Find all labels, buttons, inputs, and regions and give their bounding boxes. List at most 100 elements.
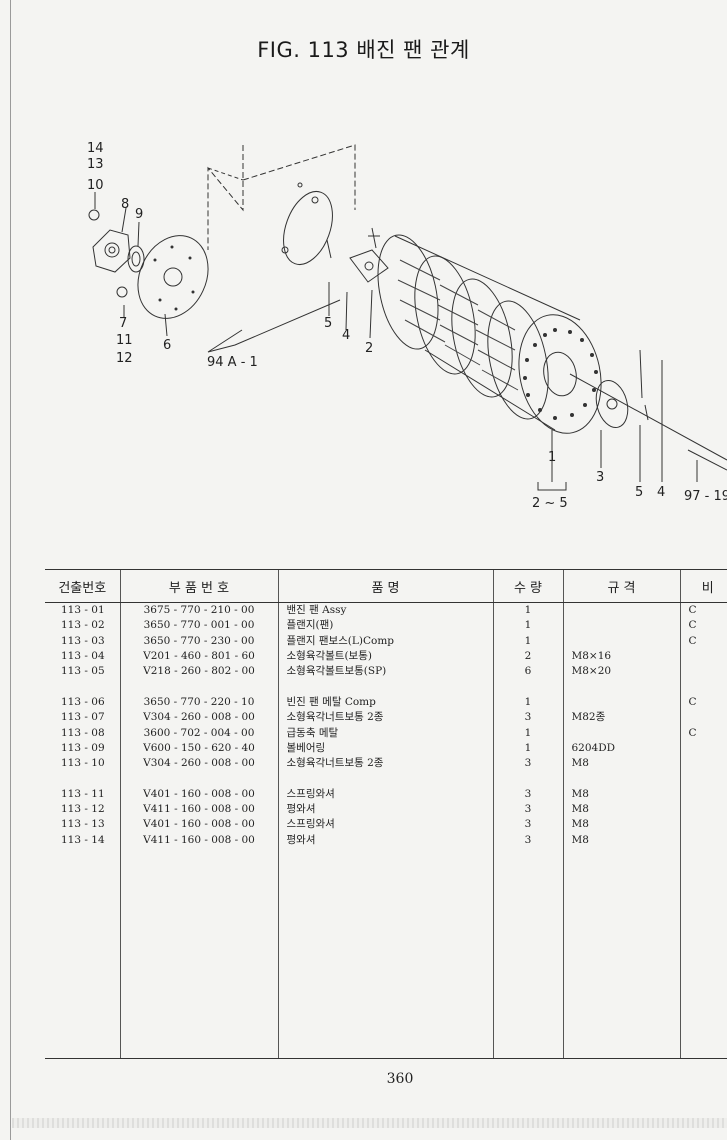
cell-qty: 3 [492, 710, 563, 726]
washer-stack-upper [88, 209, 100, 221]
spacer-cell [562, 771, 680, 787]
cell-remark: C [679, 694, 727, 711]
callout-14: 14 [87, 141, 104, 156]
cell-spec: 6204DD [562, 740, 680, 756]
callout-2: 2 [365, 341, 373, 356]
filler-cell [679, 847, 727, 1059]
callout-9: 9 [135, 207, 143, 222]
cell-ref: 113 - 04 [61, 650, 105, 663]
callout-7: 7 [119, 316, 127, 331]
callout-12: 12 [116, 351, 133, 366]
cell-spec [562, 618, 680, 634]
header-part-number: 부 품 번 호 [119, 569, 278, 603]
cell-part-no: 3650 - 770 - 220 - 10 [119, 694, 278, 711]
exploded-parts-diagram: 14 13 10 8 9 7 11 12 6 94 A - 1 5 4 2 1 … [87, 141, 727, 511]
cell-name: 스프링와셔 [277, 817, 493, 833]
table-filler-row [45, 847, 727, 1059]
cell-spec: M8×20 [562, 664, 680, 680]
cell-spec [562, 633, 680, 649]
callout-4-left: 4 [342, 328, 350, 343]
spacer-cell [492, 679, 563, 695]
cell-name: 소형육각너트보통 2종 [277, 710, 493, 726]
table-spacer-row [45, 679, 727, 695]
filler-cell [45, 847, 120, 1059]
cell-ref: 113 - 02 [61, 619, 105, 632]
header-part-name: 품 명 [277, 569, 493, 603]
spacer-cell [277, 679, 493, 695]
cell-qty: 1 [492, 694, 563, 711]
cover-plate [283, 191, 333, 265]
cell-part-no: 3650 - 770 - 001 - 00 [119, 618, 278, 634]
filler-cell [119, 847, 278, 1059]
cell-part-no: V401 - 160 - 008 - 00 [119, 817, 278, 833]
bearing-part-9 [127, 245, 145, 273]
callout-13: 13 [87, 157, 104, 172]
cell-remark: C [679, 725, 727, 741]
cell-qty: 1 [492, 740, 563, 756]
cell-spec: M8×16 [562, 648, 680, 665]
scan-artifact-strip [12, 1118, 727, 1128]
callout-2-to-5: 2 ~ 5 [532, 496, 568, 511]
washer-stack-lower [116, 286, 128, 298]
callout-11: 11 [116, 333, 133, 348]
cell-remark [679, 755, 727, 772]
cell-ref: 113 - 01 [61, 604, 105, 617]
cell-name: 빈진 팬 메탈 Comp [277, 694, 493, 711]
spacer-cell [679, 771, 727, 787]
figure-title: FIG. 113 배진 팬 관계 [257, 38, 470, 62]
cell-qty: 1 [492, 602, 563, 619]
header-ref-no: 건출번호 [45, 569, 120, 603]
page-number: 360 [386, 1071, 414, 1087]
cell-ref: 113 - 14 [61, 833, 105, 846]
spacer-cell [119, 771, 278, 787]
spacer-cell [679, 679, 727, 695]
housing-outline [207, 144, 356, 250]
cell-part-no: V201 - 460 - 801 - 60 [119, 648, 278, 665]
cell-ref: 113 - 05 [61, 665, 105, 678]
cell-remark: C [679, 633, 727, 649]
cell-remark [679, 664, 727, 680]
cell-spec: M8 [562, 801, 680, 818]
header-quantity: 수 량 [492, 569, 563, 603]
spacer-cell [492, 771, 563, 787]
spacer-cell [562, 679, 680, 695]
cell-qty: 3 [492, 801, 563, 818]
cell-remark: C [679, 602, 727, 619]
cell-spec [562, 725, 680, 741]
cell-spec: M8 [562, 817, 680, 833]
cell-name: 소형육각볼트(보통) [277, 648, 493, 665]
flange-part-8 [92, 229, 131, 273]
cell-qty: 3 [492, 755, 563, 772]
cell-qty: 3 [492, 817, 563, 833]
cell-remark [679, 832, 727, 848]
cell-name: 소형육각볼트보통(SP) [277, 664, 493, 680]
spacer-cell [119, 679, 278, 695]
cell-name: 급동축 메탈 [277, 725, 493, 741]
callout-6: 6 [163, 338, 171, 353]
callout-5-right: 5 [635, 485, 643, 500]
cell-name: 평와셔 [277, 801, 493, 818]
cell-spec [562, 602, 680, 619]
spacer-cell [45, 679, 120, 694]
cell-qty: 6 [492, 664, 563, 680]
cell-part-no: V304 - 260 - 008 - 00 [119, 710, 278, 726]
header-spec: 규 격 [562, 569, 680, 603]
cell-qty: 1 [492, 618, 563, 634]
cell-remark [679, 740, 727, 756]
callout-3: 3 [596, 470, 604, 485]
cell-part-no: V218 - 260 - 802 - 00 [119, 664, 278, 680]
fan-cylinder [377, 234, 602, 434]
filler-cell [492, 847, 563, 1059]
bracket-part-2 [349, 249, 389, 283]
cell-spec: M8 [562, 832, 680, 848]
